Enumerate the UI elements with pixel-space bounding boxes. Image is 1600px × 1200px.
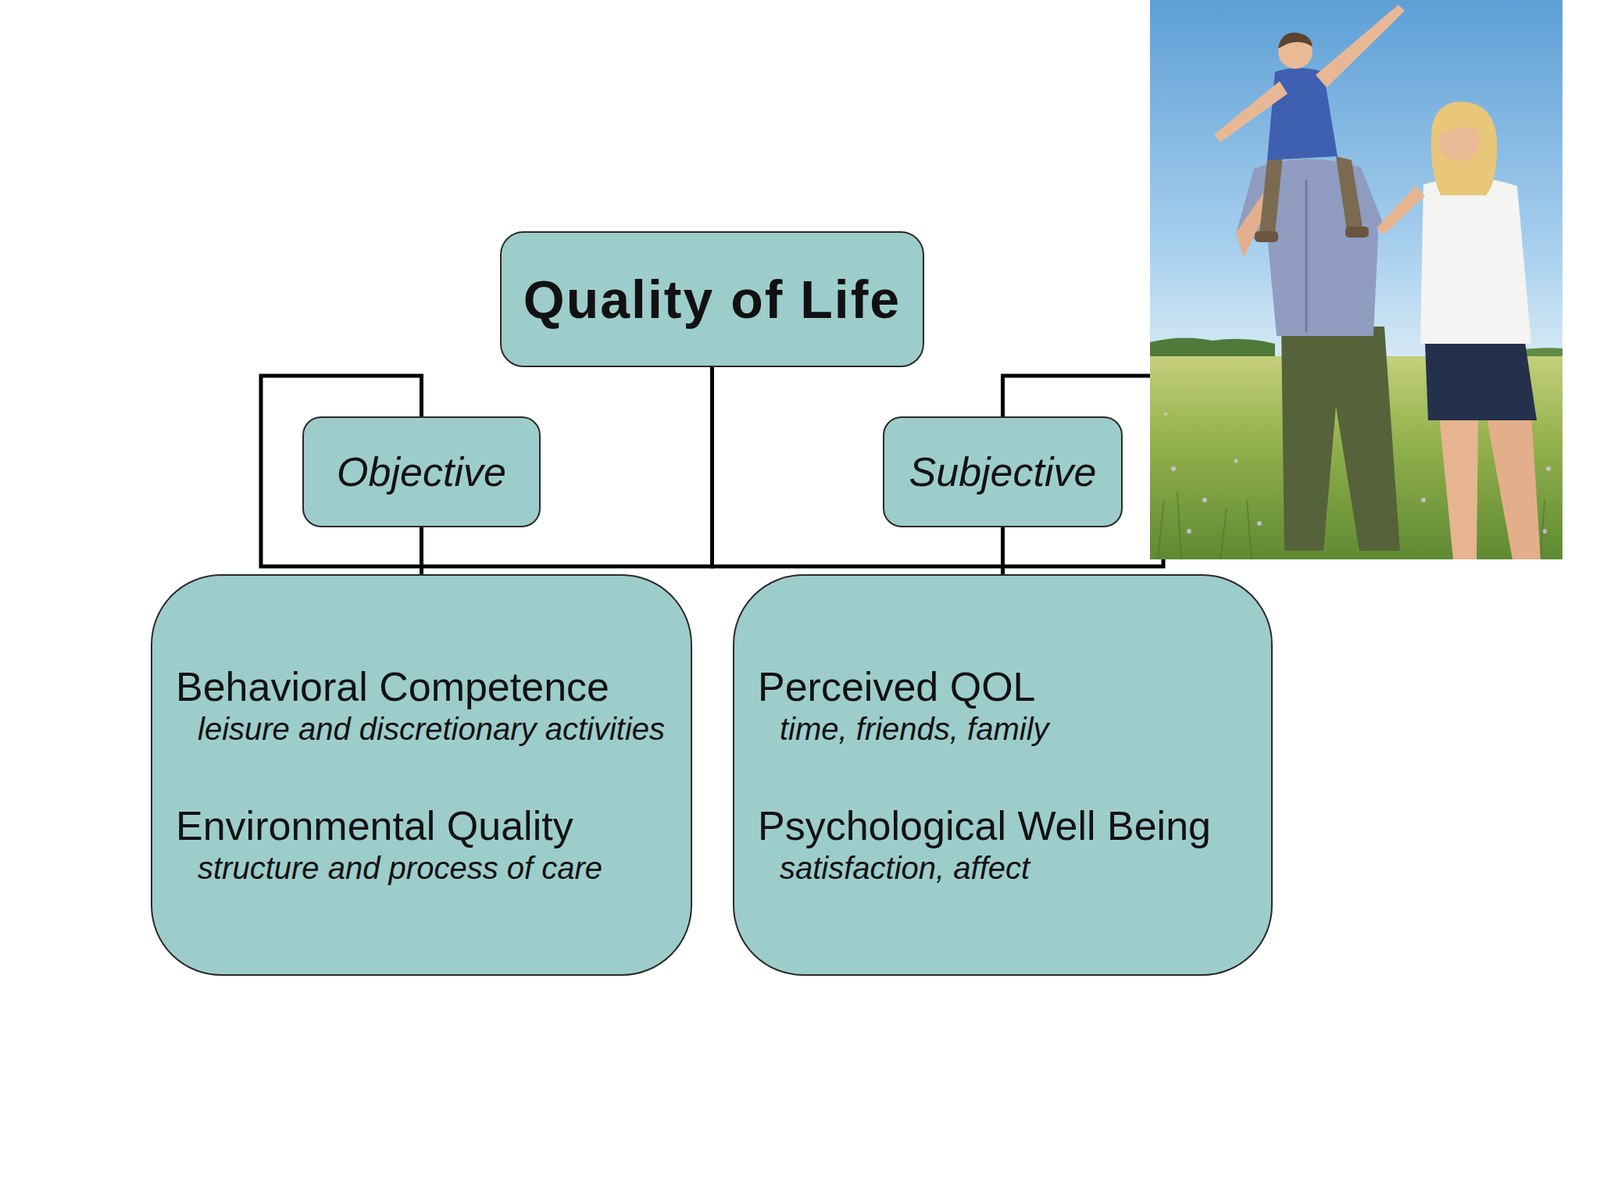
item-detail: satisfaction, affect	[779, 849, 1030, 887]
category-box: Objective	[302, 416, 541, 528]
connector-line	[712, 367, 1165, 567]
box-label: Objective	[336, 447, 507, 497]
title-box: Quality of Life	[500, 231, 925, 368]
item-detail: leisure and discretionary activities	[197, 710, 665, 748]
family-photo	[1150, 0, 1563, 560]
connector-line	[1000, 527, 1005, 575]
item-heading: Perceived QOL	[757, 663, 1036, 711]
connector-line	[260, 367, 713, 567]
category-box: Subjective	[882, 416, 1123, 528]
item-heading: Environmental Quality	[175, 802, 574, 850]
item-detail: structure and process of care	[197, 849, 603, 887]
box-label: Quality of Life	[523, 267, 901, 331]
item-detail: time, friends, family	[779, 710, 1050, 748]
detail-box: Behavioral Competenceleisure and discret…	[150, 574, 693, 976]
connector-line	[419, 527, 424, 575]
item-heading: Behavioral Competence	[175, 663, 610, 711]
detail-box: Perceived QOLtime, friends, familyPsycho…	[732, 574, 1273, 976]
box-label: Subjective	[909, 447, 1097, 497]
item-heading: Psychological Well Being	[757, 802, 1211, 850]
